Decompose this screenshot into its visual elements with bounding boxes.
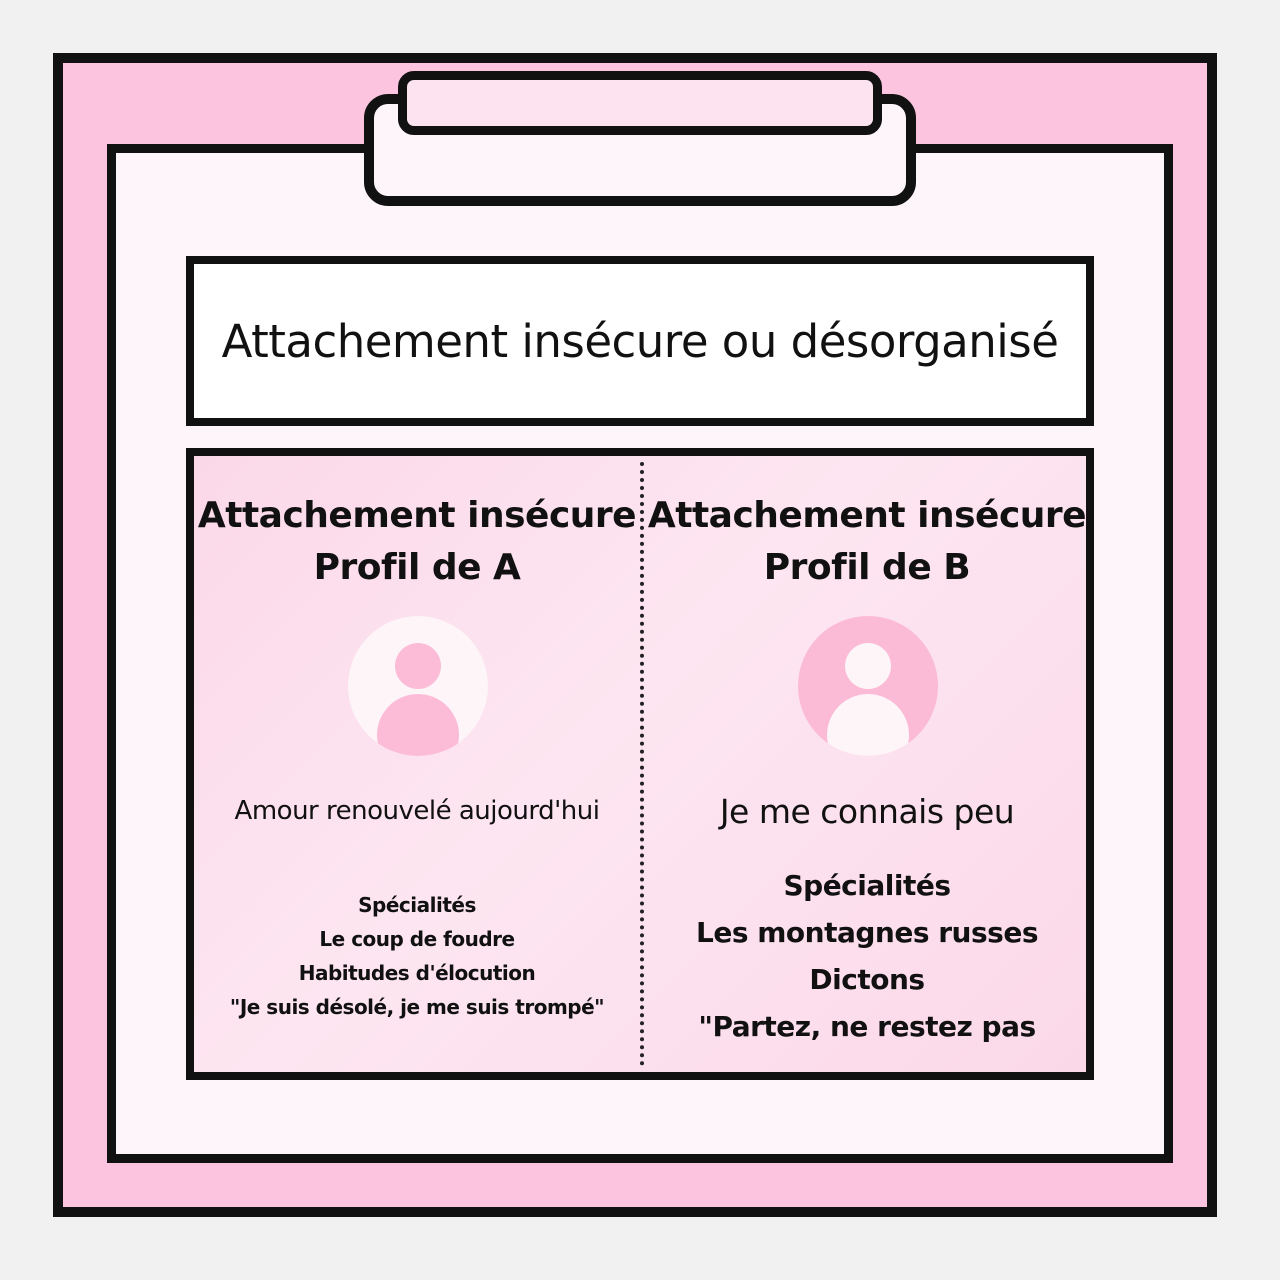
profile-b-details: Spécialités Les montagnes russes Dictons…	[644, 862, 1090, 1050]
profile-b-heading-line1: Attachement insécure	[647, 495, 1087, 536]
profile-a-details: Spécialités Le coup de foudre Habitudes …	[194, 888, 640, 1024]
profile-a-speech-label: Habitudes d'élocution	[298, 961, 536, 985]
profile-b-speech: "Partez, ne restez pas	[698, 1010, 1036, 1043]
page-title: Attachement insécure ou désorganisé	[221, 314, 1059, 368]
profile-b-tagline: Je me connais peu	[719, 792, 1015, 831]
avatar-head	[845, 643, 891, 689]
user-avatar-icon	[798, 616, 938, 756]
user-avatar-icon	[348, 616, 488, 756]
profile-b-heading-line2: Profil de B	[763, 547, 971, 588]
profile-b-specialty: Les montagnes russes	[696, 916, 1038, 949]
profile-a-specialties-label: Spécialités	[358, 893, 476, 917]
profile-a-heading: Attachement insécure Profil de A	[197, 490, 637, 594]
profile-a-heading-line2: Profil de A	[313, 547, 521, 588]
profile-b-specialties-label: Spécialités	[783, 869, 951, 902]
avatar-body	[827, 694, 909, 756]
profile-a-tagline: Amour renouvelé aujourd'hui	[234, 796, 600, 826]
profile-b-heading: Attachement insécure Profil de B	[647, 490, 1087, 594]
profile-a-column: Attachement insécure Profil de A Amour r…	[194, 456, 640, 1072]
profile-a-specialty: Le coup de foudre	[319, 927, 515, 951]
profile-a-speech: "Je suis désolé, je me suis trompé"	[229, 995, 605, 1019]
profile-b-column: Attachement insécure Profil de B Je me c…	[644, 456, 1090, 1072]
title-box: Attachement insécure ou désorganisé	[186, 256, 1094, 426]
avatar-head	[395, 643, 441, 689]
dotted-divider	[640, 462, 644, 1066]
profile-b-speech-label: Dictons	[809, 963, 925, 996]
avatar-body	[377, 694, 459, 756]
profile-a-heading-line1: Attachement insécure	[197, 495, 637, 536]
profiles-panel: Attachement insécure Profil de A Amour r…	[186, 448, 1094, 1080]
clipboard-clip-top	[398, 71, 882, 135]
